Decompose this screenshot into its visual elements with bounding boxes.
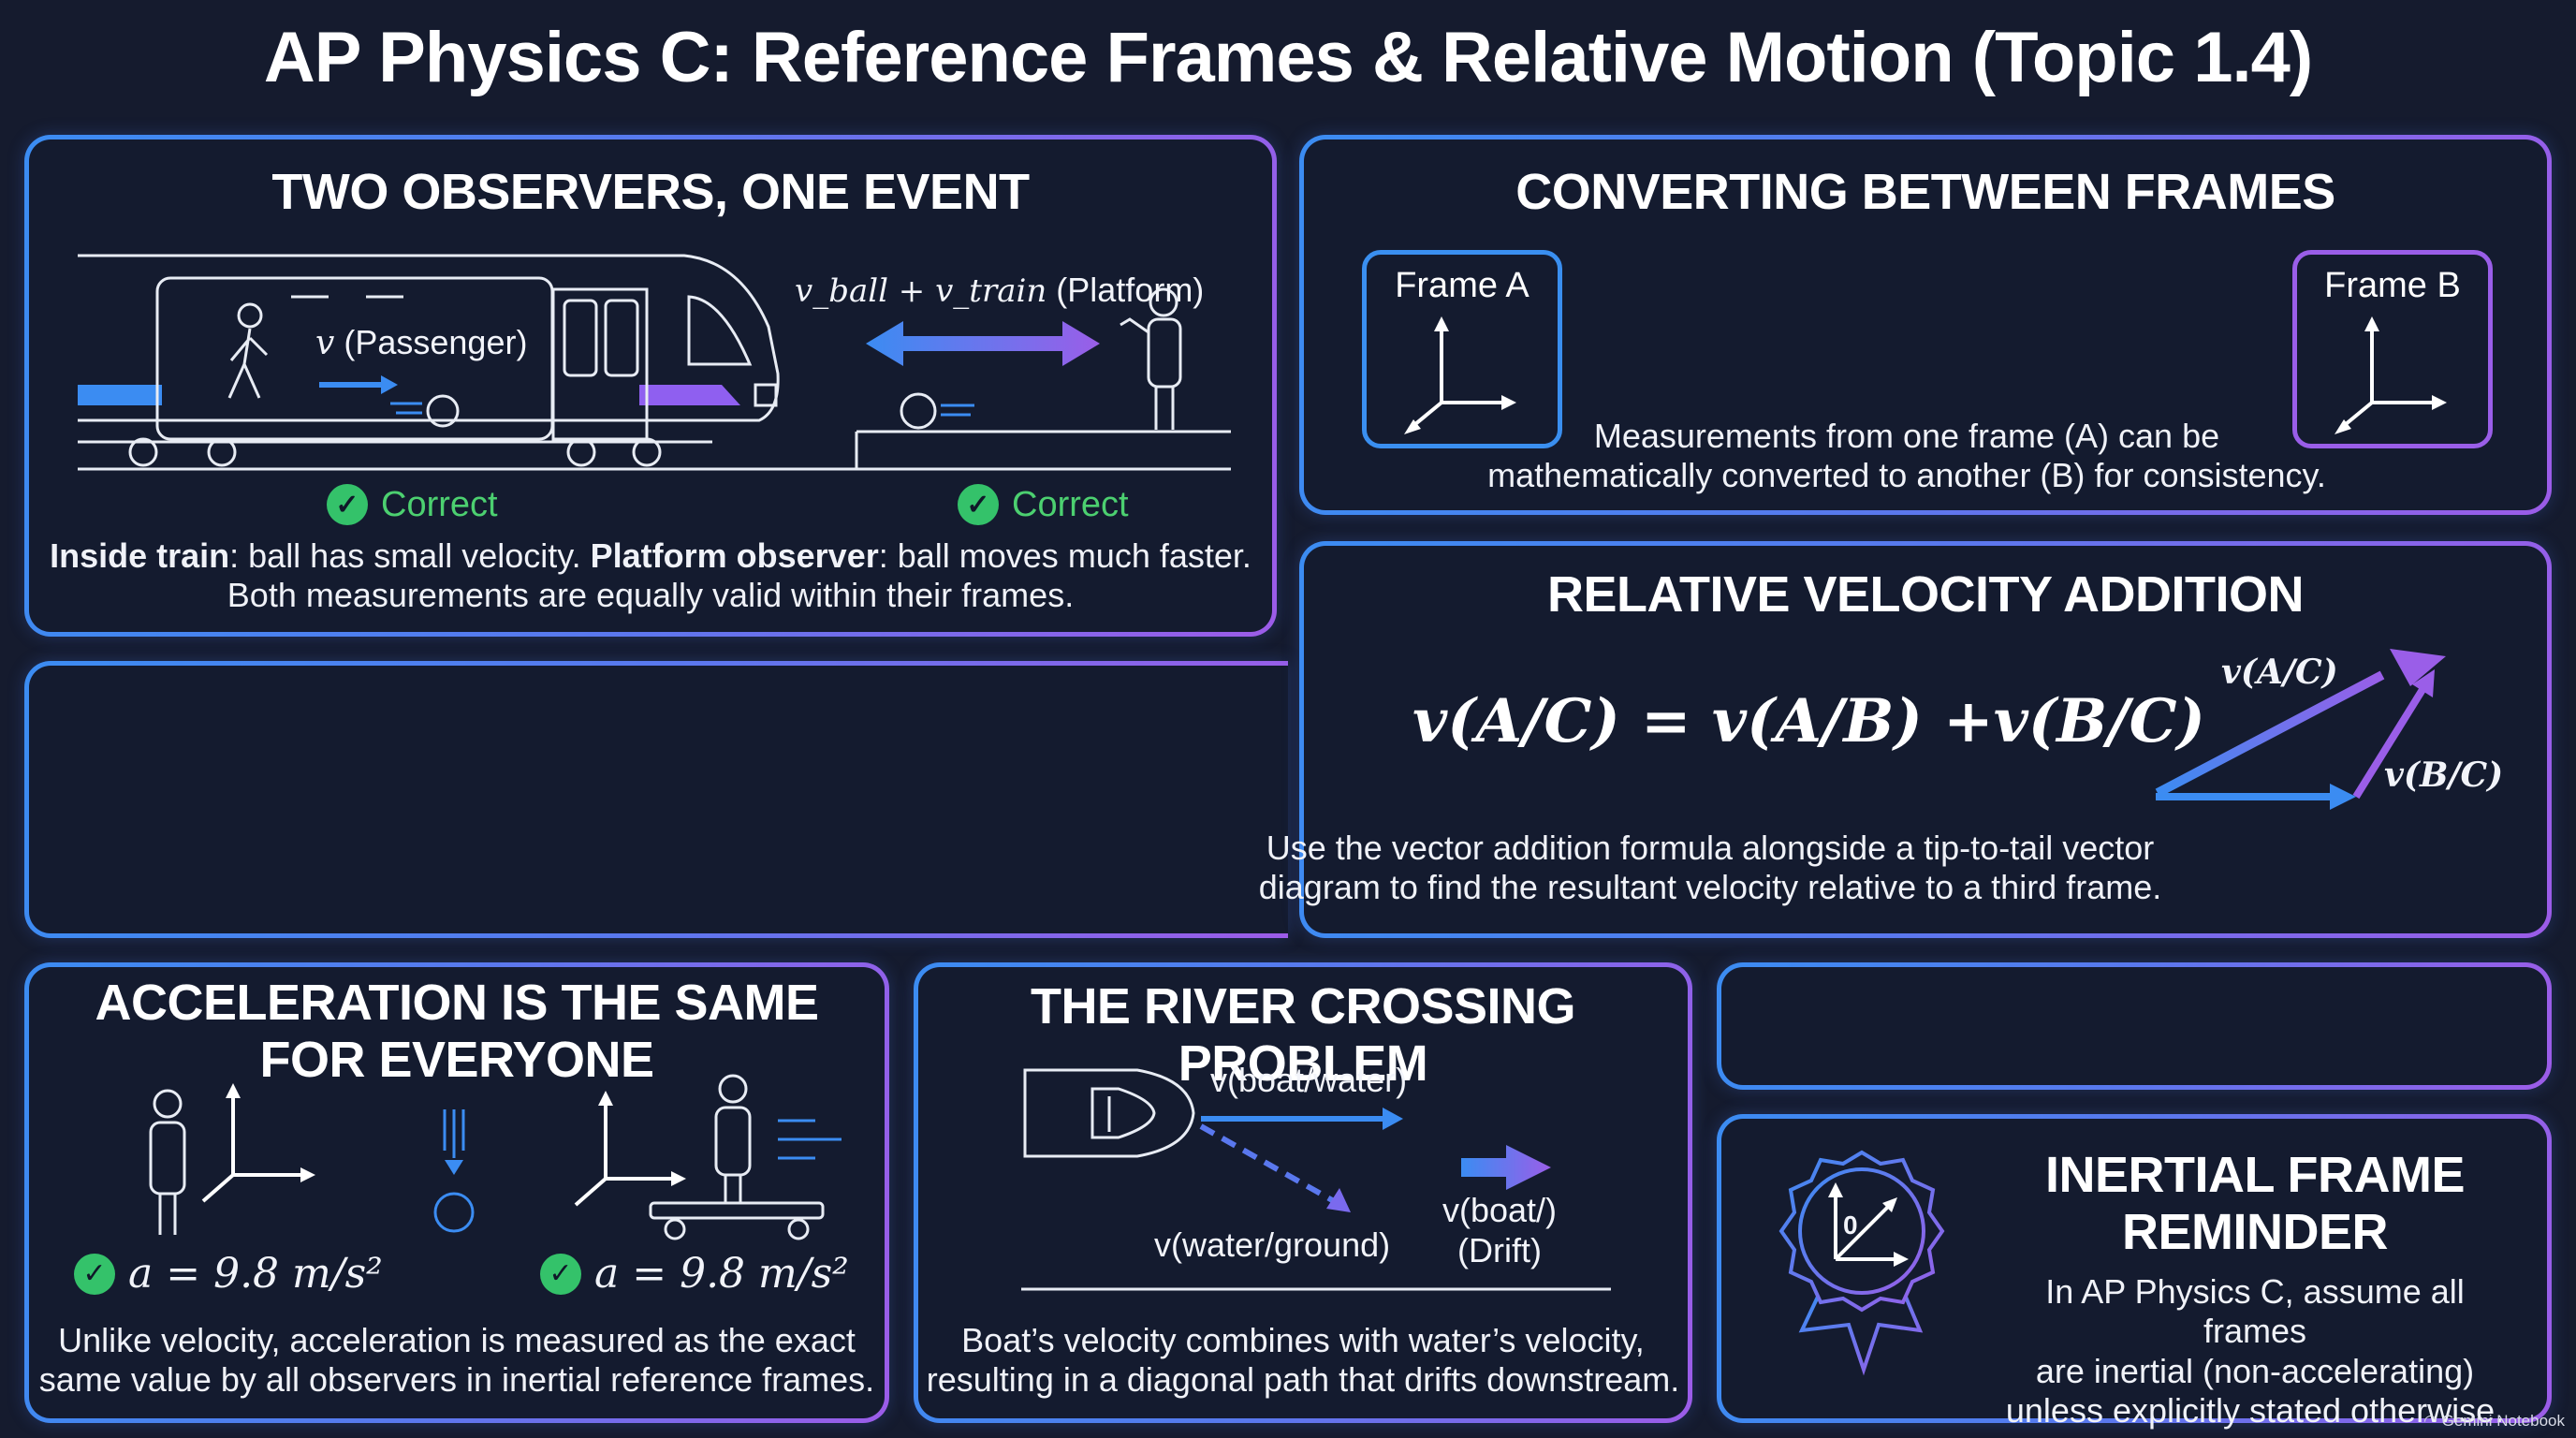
label-boat-water: v(boat/water) xyxy=(1210,1061,1408,1099)
panel-description: Boat’s velocity combines with water’s ve… xyxy=(926,1321,1680,1400)
check-icon: ✓ xyxy=(540,1253,581,1295)
panel-heading: RELATIVE VELOCITY ADDITION xyxy=(1546,566,2305,623)
badge-origin-label: 0 xyxy=(1843,1211,1858,1240)
axes-icon xyxy=(2334,316,2447,434)
page-title: AP Physics C: Reference Frames & Relativ… xyxy=(263,18,2313,97)
panel-description: Inside train: ball has small velocity. P… xyxy=(50,536,1251,615)
accel-eq-right: ✓ a = 9.8 m/s² xyxy=(540,1250,849,1298)
panel-description: Unlike velocity, acceleration is measure… xyxy=(38,1321,875,1400)
panel-acceleration: ACCELERATION IS THE SAME FOR EVERYONE xyxy=(24,962,889,1423)
train-illustration xyxy=(78,254,1231,471)
vector-diagram xyxy=(2155,649,2446,810)
frame-a-box: Frame A xyxy=(1362,250,1562,448)
label-water-ground: v(water/ground) xyxy=(1154,1225,1391,1264)
check-icon: ✓ xyxy=(958,484,999,525)
vector-label-ac: v(A/C) xyxy=(2221,653,2338,692)
panel-description: Use the vector addition formula alongsid… xyxy=(1258,829,2162,907)
panel-heading: THE RIVER CROSSING PROBLEM xyxy=(1030,978,1576,1093)
panel-two-observers: TWO OBSERVERS, ONE EVENT xyxy=(24,135,1277,637)
check-icon: ✓ xyxy=(74,1253,115,1295)
axes-icon xyxy=(1404,316,1516,434)
label-drift: v(boat/) (Drift) xyxy=(1442,1191,1558,1270)
panel-empty-wide xyxy=(24,661,1288,938)
panel-heading: INERTIAL FRAME REMINDER xyxy=(2045,1147,2466,1261)
panel-river-crossing: THE RIVER CROSSING PROBLEM v(boat/water)… xyxy=(914,962,1692,1423)
watermark: ◠ Gemini Notebook xyxy=(2423,1412,2565,1430)
panel-inertial-reminder: 0 INERTIAL FRAME REMINDER In AP Physics … xyxy=(1717,1114,2552,1430)
panel-empty-small xyxy=(1717,962,2552,1090)
panel-heading: CONVERTING BETWEEN FRAMES xyxy=(1515,164,2335,220)
vector-label-bc: v(B/C) xyxy=(2384,756,2504,795)
check-icon: ✓ xyxy=(327,484,368,525)
badge-icon xyxy=(1778,1150,1945,1376)
panel-heading: ACCELERATION IS THE SAME FOR EVERYONE xyxy=(95,975,819,1089)
panel-relative-velocity: RELATIVE VELOCITY ADDITION v(A/C) = v(A/… xyxy=(1259,541,2552,938)
gemini-icon: ◠ xyxy=(2423,1412,2437,1430)
passenger-label: v (Passenger) xyxy=(315,323,528,362)
frame-b-box: Frame B xyxy=(2292,250,2493,448)
correct-badge-right: ✓ Correct xyxy=(958,484,1129,525)
river-diagram xyxy=(1021,1068,1611,1291)
velocity-addition-formula: v(A/C) = v(A/B) +v(B/C) xyxy=(1412,686,2205,756)
accel-eq-left: ✓ a = 9.8 m/s² xyxy=(74,1250,383,1298)
panel-description: In AP Physics C, assume all frames are i… xyxy=(2005,1272,2505,1431)
panel-converting-frames: CONVERTING BETWEEN FRAMES Frame A Frame … xyxy=(1299,135,2552,515)
panel-heading: TWO OBSERVERS, ONE EVENT xyxy=(271,164,1030,220)
observers-illustration xyxy=(149,1074,842,1240)
platform-label: v_ball + v_train (Platform) xyxy=(795,271,1205,310)
panel-description: Measurements from one frame (A) can be m… xyxy=(1487,417,2326,495)
correct-badge-left: ✓ Correct xyxy=(327,484,498,525)
